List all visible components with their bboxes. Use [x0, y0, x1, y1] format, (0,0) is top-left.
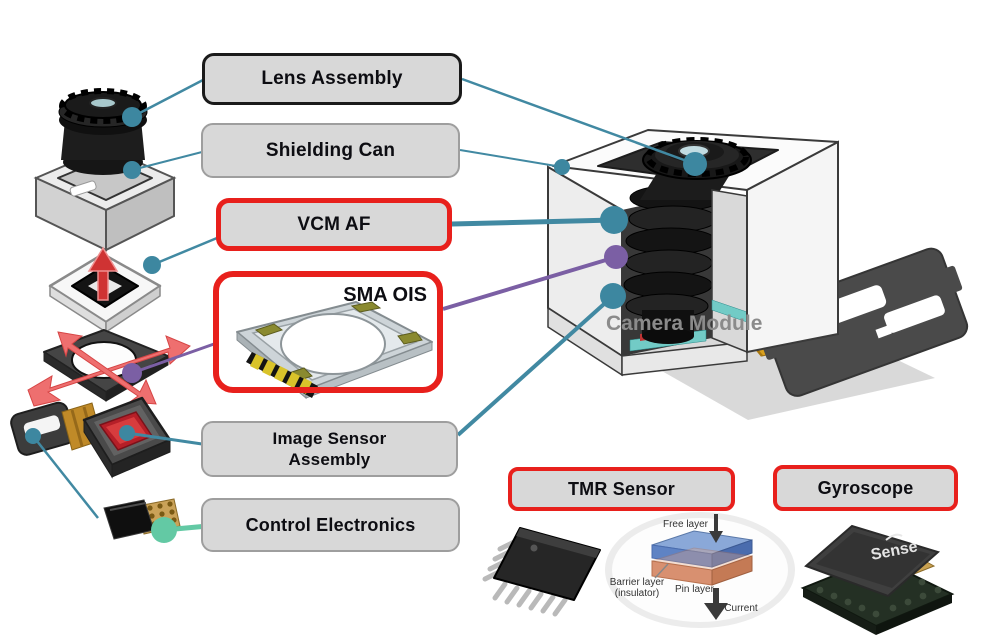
tmr-chip-image [482, 527, 601, 617]
lens-assembly-image [33, 88, 177, 252]
tmr-barrier-layer-label: Barrier layer [610, 577, 665, 588]
label-control-electronics: Control Electronics [201, 498, 460, 552]
camera-module-caption: Camera Module [606, 312, 763, 335]
label-lens-assembly-text: Lens Assembly [261, 68, 403, 89]
tmr-pin-layer-label: Pin layer [675, 584, 715, 595]
sma-ois-plate-image [236, 301, 433, 400]
label-image-sensor-line2: Assembly [288, 450, 371, 469]
label-gyroscope-text: Gyroscope [817, 477, 914, 498]
tmr-barrier-layer-label2: (insulator) [615, 588, 659, 599]
ois-actuator-image [27, 329, 191, 407]
connector-lines [32, 77, 696, 533]
label-tmr-sensor: TMR Sensor [508, 467, 735, 511]
tmr-inset-image: Free layer Barrier layer (insulator) Pin… [605, 512, 795, 628]
connector-dots [25, 107, 707, 543]
label-shielding-can: Shielding Can [201, 123, 460, 178]
label-lens-assembly: Lens Assembly [202, 53, 462, 105]
label-vcm-af: VCM AF [216, 198, 452, 251]
label-gyroscope: Gyroscope [773, 465, 958, 511]
module-right-face [746, 140, 839, 354]
label-shielding-can-text: Shielding Can [265, 139, 396, 161]
vcm-af-image [48, 246, 162, 334]
camera-module-image [547, 129, 969, 420]
gyroscope-chip-image: Sense [800, 524, 955, 635]
tmr-current-label: Current [724, 603, 758, 614]
label-control-electronics-text: Control Electronics [245, 514, 416, 535]
label-image-sensor-assembly: Image Sensor Assembly [201, 421, 458, 477]
tmr-free-layer-label: Free layer [663, 519, 709, 530]
label-vcm-af-text: VCM AF [297, 213, 371, 235]
label-sma-ois-text: SMA OIS [343, 284, 427, 306]
label-sma-ois: SMA OIS [213, 271, 443, 393]
label-tmr-sensor-text: TMR Sensor [567, 478, 675, 499]
label-image-sensor-line1: Image Sensor [272, 428, 387, 448]
